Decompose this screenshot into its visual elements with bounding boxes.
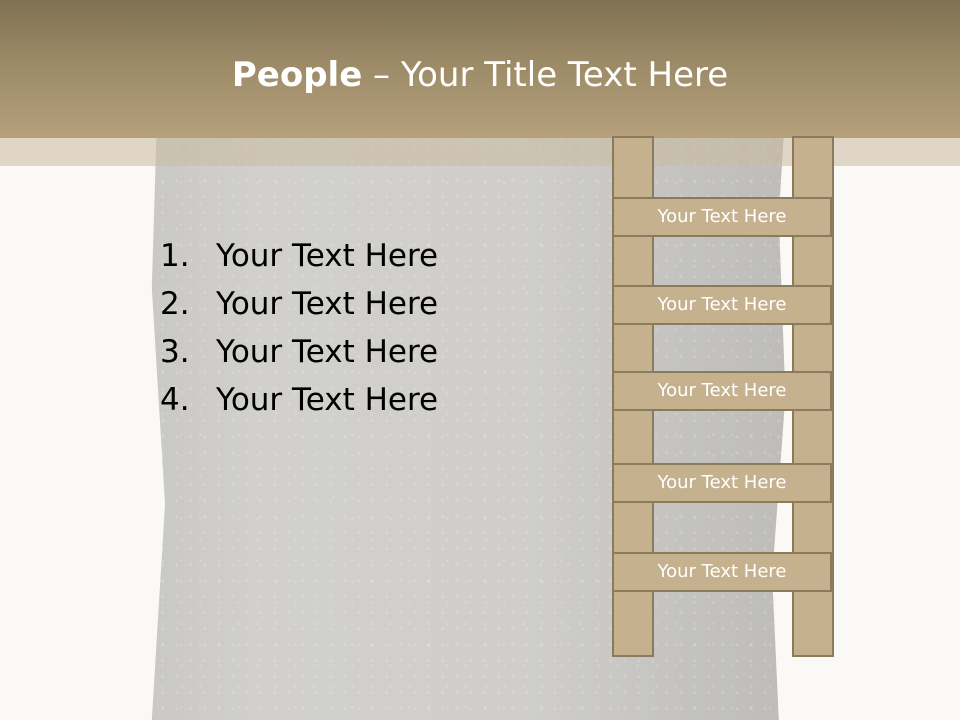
list-number: 3. <box>160 334 190 370</box>
ladder-rung-2[interactable]: Your Text Here <box>612 285 832 325</box>
slide-title[interactable]: People – Your Title Text Here <box>0 50 960 100</box>
list-text: Your Text Here <box>216 334 439 370</box>
list-number: 2. <box>160 286 190 322</box>
ladder-rung-4[interactable]: Your Text Here <box>612 463 832 503</box>
list-item: 3. Your Text Here <box>160 328 438 376</box>
list-number: 4. <box>160 382 190 418</box>
numbered-list[interactable]: 1. Your Text Here 2. Your Text Here 3. Your… <box>160 232 438 424</box>
list-number: 1. <box>160 238 190 274</box>
ladder-rung-3[interactable]: Your Text Here <box>612 371 832 411</box>
ladder-rung-5[interactable]: Your Text Here <box>612 552 832 592</box>
title-rest-text: – Your Title Text Here <box>362 55 729 95</box>
list-item: 2. Your Text Here <box>160 280 438 328</box>
ladder-rung-1[interactable]: Your Text Here <box>612 197 832 237</box>
title-bar <box>0 0 960 138</box>
list-item: 1. Your Text Here <box>160 232 438 280</box>
list-text: Your Text Here <box>216 286 439 322</box>
list-item: 4. Your Text Here <box>160 376 438 424</box>
title-strong-text: People <box>231 55 363 95</box>
list-text: Your Text Here <box>216 238 439 274</box>
list-text: Your Text Here <box>216 382 439 418</box>
